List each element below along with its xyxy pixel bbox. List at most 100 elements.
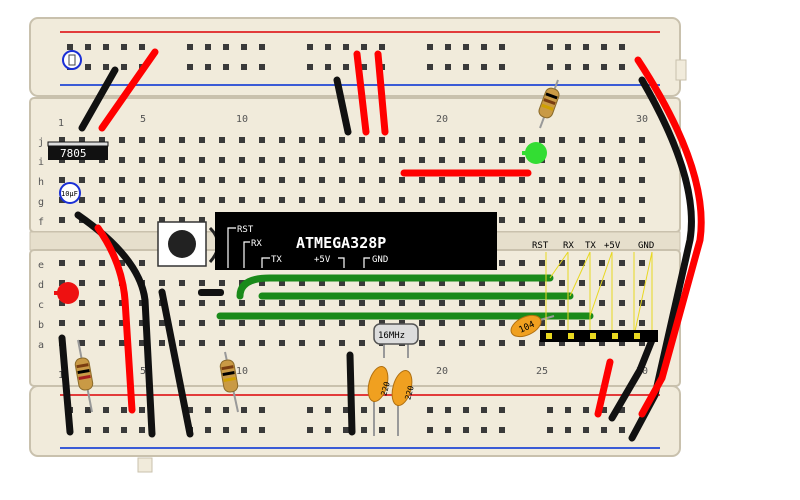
breadboard-hole (339, 177, 345, 183)
breadboard-hole (519, 137, 525, 143)
breadboard-hole (519, 157, 525, 163)
row-letter: b (38, 320, 44, 331)
breadboard-hole (379, 157, 385, 163)
breadboard-hole (299, 340, 305, 346)
breadboard-hole (619, 300, 625, 306)
breadboard-hole (399, 300, 405, 306)
breadboard-hole (419, 340, 425, 346)
capacitor-10uf: 10µF (59, 182, 81, 204)
breadboard-hole (139, 44, 145, 50)
breadboard-hole (187, 44, 193, 50)
breadboard-hole (139, 427, 145, 433)
breadboard-hole (119, 137, 125, 143)
breadboard-hole (445, 427, 451, 433)
breadboard-hole (579, 320, 585, 326)
breadboard-hole (121, 44, 127, 50)
breadboard-hole (159, 217, 165, 223)
red-wire (634, 56, 705, 418)
breadboard-hole (219, 320, 225, 326)
breadboard-hole (99, 137, 105, 143)
breadboard-hole (479, 300, 485, 306)
breadboard-hole (579, 300, 585, 306)
col-num-top: 1 (58, 118, 64, 129)
chip-pin-rst: RST (237, 225, 254, 235)
breadboard-hole (119, 340, 125, 346)
breadboard-hole (239, 137, 245, 143)
resistor-middle (219, 351, 239, 413)
breadboard-hole (339, 340, 345, 346)
breadboard-hole (307, 407, 313, 413)
black-wire (628, 76, 695, 442)
breadboard-hole (279, 157, 285, 163)
breadboard-hole (559, 177, 565, 183)
breadboard-hole (379, 280, 385, 286)
breadboard-hole (259, 44, 265, 50)
breadboard-hole (459, 340, 465, 346)
breadboard-hole (59, 300, 65, 306)
breadboard-hole (259, 280, 265, 286)
breadboard-hole (223, 44, 229, 50)
breadboard-hole (601, 44, 607, 50)
breadboard-hole (121, 427, 127, 433)
breadboard-hole (379, 177, 385, 183)
breadboard-hole (279, 340, 285, 346)
breadboard-hole (59, 320, 65, 326)
breadboard-hole (79, 320, 85, 326)
breadboard-hole (481, 427, 487, 433)
breadboard-hole (547, 427, 553, 433)
breadboard-hole (419, 320, 425, 326)
breadboard-hole (103, 64, 109, 70)
breadboard-hole (179, 137, 185, 143)
breadboard-hole (279, 300, 285, 306)
breadboard-hole (639, 177, 645, 183)
breadboard-hole (601, 407, 607, 413)
breadboard-hole (583, 407, 589, 413)
breadboard-hole (359, 340, 365, 346)
breadboard-hole (499, 280, 505, 286)
breadboard-hole (339, 157, 345, 163)
breadboard-hole (419, 137, 425, 143)
breadboard-hole (419, 197, 425, 203)
breadboard-hole (499, 340, 505, 346)
breadboard-hole (79, 300, 85, 306)
red-wire (594, 358, 614, 418)
green-wire-rst (236, 274, 554, 300)
col-num-bottom: 5 (140, 366, 146, 377)
breadboard-hole (179, 280, 185, 286)
breadboard-hole (565, 64, 571, 70)
crystal-16mhz: 16MHz (373, 323, 419, 358)
row-letter: h (38, 177, 44, 188)
main-board-upper (29, 97, 681, 233)
breadboard-hole (361, 44, 367, 50)
breadboard-hole (583, 427, 589, 433)
breadboard-hole (479, 137, 485, 143)
breadboard-hole (419, 177, 425, 183)
breadboard-hole (279, 197, 285, 203)
breadboard-hole (459, 157, 465, 163)
breadboard-hole (199, 157, 205, 163)
chip-pin-tx: TX (271, 255, 282, 265)
breadboard-hole (219, 137, 225, 143)
breadboard-hole (99, 260, 105, 266)
breadboard-hole (619, 217, 625, 223)
breadboard-hole (499, 427, 505, 433)
breadboard-hole (307, 427, 313, 433)
breadboard-hole (159, 157, 165, 163)
breadboard-hole (639, 340, 645, 346)
breadboard-hole (463, 64, 469, 70)
resistor-top-right (538, 79, 560, 129)
breadboard-hole (519, 260, 525, 266)
red-wire (98, 48, 159, 132)
regulator-label: 7805 (60, 147, 87, 160)
breadboard-hole (579, 340, 585, 346)
breadboard-hole (259, 197, 265, 203)
breadboard-hole (481, 64, 487, 70)
breadboard-hole (99, 197, 105, 203)
col-num-top: 30 (636, 114, 648, 125)
breadboard-hole (79, 197, 85, 203)
breadboard-hole (639, 157, 645, 163)
breadboard-hole (559, 340, 565, 346)
breadboard-hole (599, 177, 605, 183)
breadboard-hole (103, 44, 109, 50)
breadboard-hole (339, 137, 345, 143)
